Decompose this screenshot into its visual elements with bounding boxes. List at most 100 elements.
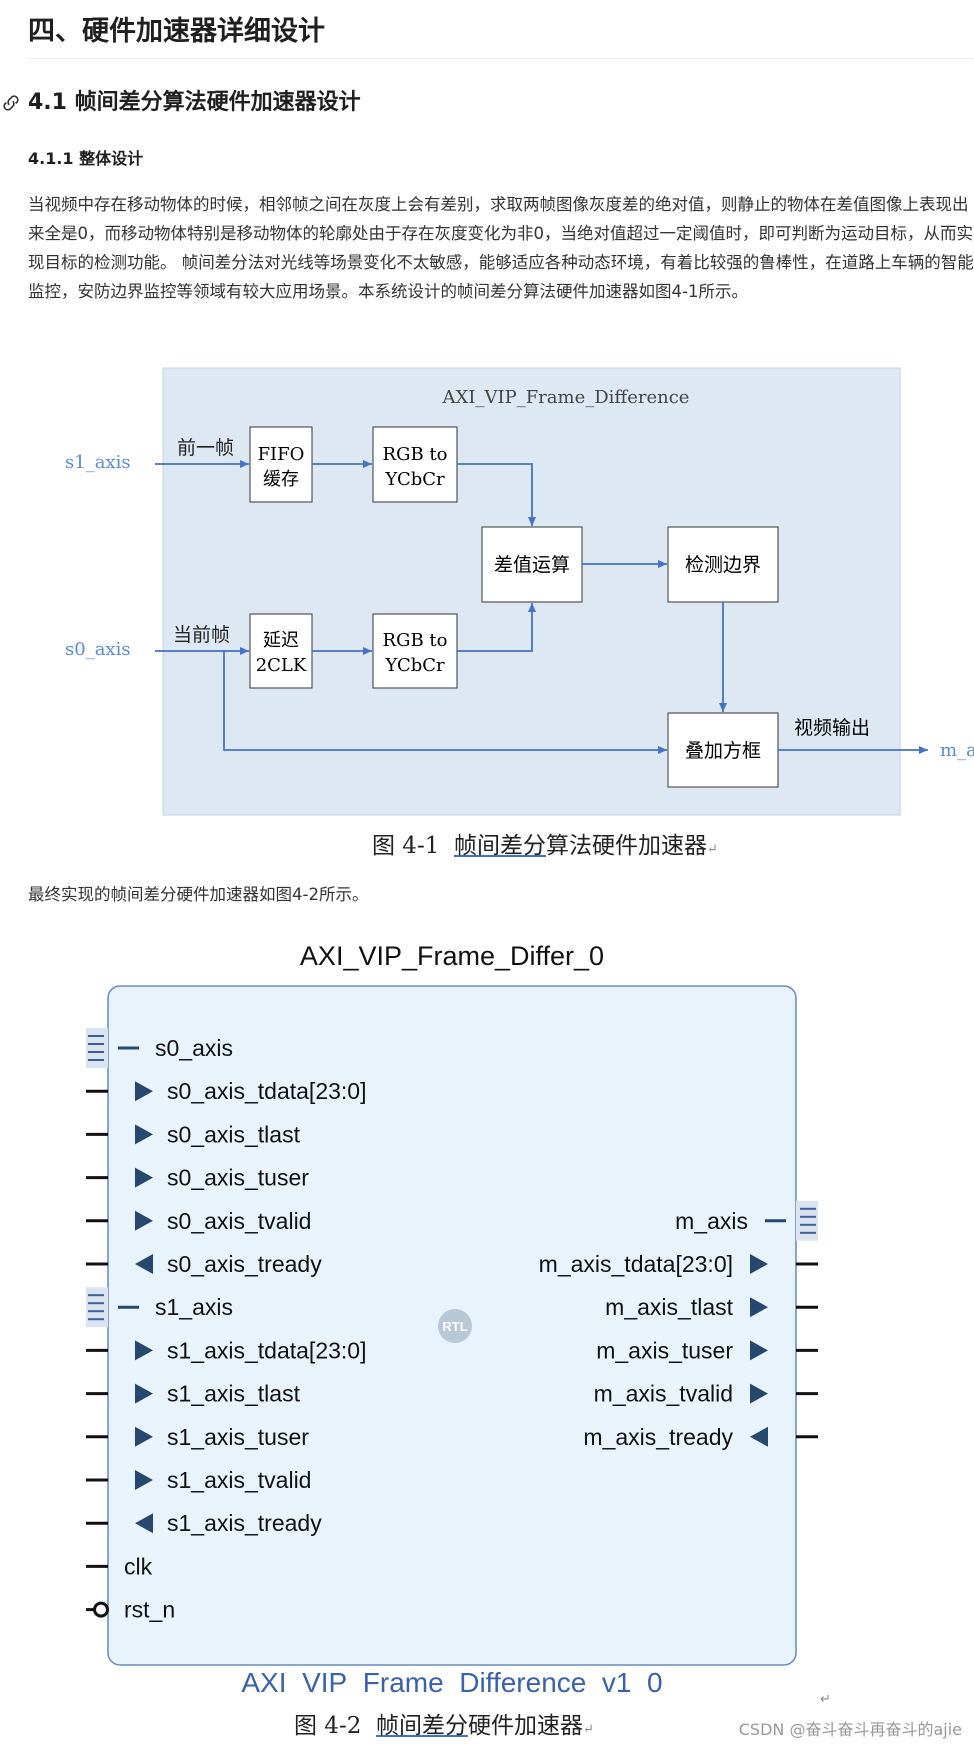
figure-4-1-caption: 图 4-1 帧间差分算法硬件加速器↵ [372, 826, 718, 860]
intro-paragraph: 当视频中存在移动物体的时候，相邻帧之间在灰度上会有差别，求取两帧图像灰度差的绝对… [28, 195, 974, 301]
input-arrow-icon [135, 1383, 153, 1404]
port-s1-axis-tdata[interactable]: s1_axis_tdata[23:0] [86, 1337, 366, 1363]
frame-difference-diagram: AXI_VIP_Frame_Difference s1_axis s0_axis… [65, 367, 974, 816]
edge-detect-box [667, 526, 779, 603]
delay-label-1: 延迟 [263, 630, 299, 651]
port-label: m_axis_tvalid [594, 1381, 733, 1407]
rtl-badge-label: RTL [442, 1319, 467, 1334]
port-s1-axis[interactable]: s1_axis [86, 1287, 233, 1328]
input-arrow-icon [135, 1167, 153, 1188]
diagram-arrows [155, 460, 928, 754]
csdn-watermark: CSDN @奋斗奋斗再奋斗的ajie [738, 1720, 962, 1739]
difference-label: 差值运算 [494, 554, 570, 576]
port-label: s0_axis_tready [167, 1251, 322, 1277]
input-arrow-icon [135, 1340, 153, 1361]
diagram-title: AXI_VIP_Frame_Difference [442, 387, 690, 408]
input-arrow-icon [135, 1081, 153, 1102]
input-arrow-icon [135, 1470, 153, 1490]
bus-interface-icon [86, 1028, 108, 1068]
rgb-bottom-label-2: YCbCr [384, 655, 445, 676]
fifo-label-1: FIFO [258, 444, 305, 465]
edge-detect-label: 检测边界 [685, 554, 761, 576]
rgb-top-label-1: RGB to [383, 444, 448, 465]
subsubsection-heading: 4.1.1 整体设计 [28, 149, 144, 168]
caption-2-prefix: 图 4-2 [294, 1713, 362, 1739]
active-low-icon [93, 1601, 109, 1618]
overlay-label: 叠加方框 [685, 740, 761, 762]
port-s0-axis-tdata[interactable]: s0_axis_tdata[23:0] [86, 1078, 366, 1104]
port-label: s0_axis_tuser [167, 1165, 309, 1191]
caption-2-underlined: 帧间差分 [375, 1713, 468, 1739]
input-arrow-icon [135, 1426, 153, 1447]
ip-block-diagram: AXI_VIP_Frame_Differ_0 RTL s0_axis s0_axi… [86, 941, 818, 1695]
delay-box [249, 613, 313, 689]
port-m-axis-tlast[interactable]: m_axis_tlast [605, 1294, 818, 1320]
label-previous-frame: 前一帧 [177, 437, 234, 459]
port-s1-axis-tuser[interactable]: s1_axis_tuser [86, 1424, 309, 1450]
rgb-bottom-label-1: RGB to [383, 630, 448, 651]
port-clk[interactable]: clk [86, 1553, 153, 1579]
port-label: s1_axis_tlast [167, 1381, 301, 1407]
section-heading: 四、硬件加速器详细设计 [28, 12, 974, 59]
port-label: rst_n [124, 1597, 175, 1623]
fifo-label-2: 缓存 [263, 469, 299, 490]
port-label: m_axis_tdata[23:0] [539, 1251, 733, 1277]
port-s1-axis-tvalid[interactable]: s1_axis_tvalid [86, 1467, 311, 1493]
port-m-axis[interactable]: m_axis [675, 1200, 818, 1241]
port-s1-axis-tlast[interactable]: s1_axis_tlast [86, 1381, 301, 1407]
input-s0-axis: s0_axis [65, 639, 131, 660]
port-m-axis-tuser[interactable]: m_axis_tuser [596, 1337, 818, 1363]
figure-4-2-caption: 图 4-2 帧间差分硬件加速器↵ [294, 1706, 594, 1740]
port-label: m_axis [675, 1208, 748, 1234]
port-label: s1_axis_tuser [167, 1424, 309, 1450]
caption-1-return: ↵ [706, 842, 718, 857]
fifo-box [249, 426, 313, 503]
port-label: s1_axis_tvalid [167, 1467, 311, 1493]
port-label: s1_axis_tready [167, 1510, 322, 1536]
port-m-axis-tvalid[interactable]: m_axis_tvalid [594, 1381, 818, 1407]
caption-2-suffix: 硬件加速器 [467, 1713, 583, 1739]
port-label: s1_axis [155, 1294, 233, 1320]
subsection-heading: 4.1 帧间差分算法硬件加速器设计 [28, 90, 361, 115]
output-m-axis: m_axis [940, 740, 974, 761]
port-s0-axis-tuser[interactable]: s0_axis_tuser [86, 1165, 309, 1191]
port-m-axis-tready[interactable]: m_axis_tready [583, 1424, 818, 1450]
input-arrow-icon [135, 1210, 153, 1231]
output-arrow-icon [135, 1513, 153, 1534]
port-s0-axis-tlast[interactable]: s0_axis_tlast [86, 1121, 301, 1147]
port-rst-n[interactable]: rst_n [86, 1597, 175, 1623]
rgb-box-top [372, 426, 458, 503]
port-label: s0_axis_tvalid [167, 1208, 311, 1234]
bus-interface-icon [796, 1200, 818, 1241]
input-arrow-icon [135, 1124, 153, 1145]
bus-interface-icon [86, 1287, 108, 1328]
port-label: s0_axis_tdata[23:0] [167, 1078, 366, 1104]
port-label: m_axis_tready [583, 1424, 733, 1450]
ip-block-title: AXI_VIP_Frame_Differ_0 [300, 941, 604, 971]
caption-1-prefix: 图 4-1 [372, 833, 440, 859]
caption-1-suffix: 算法硬件加速器 [545, 833, 707, 859]
output-arrow-icon [750, 1297, 768, 1318]
port-label: m_axis_tuser [596, 1337, 733, 1363]
caption-1-underlined: 帧间差分 [453, 833, 546, 859]
port-s0-axis-tready[interactable]: s0_axis_tready [86, 1251, 322, 1277]
port-m-axis-tdata[interactable]: m_axis_tdata[23:0] [539, 1251, 818, 1277]
delay-label-2: 2CLK [256, 655, 307, 676]
label-current-frame: 当前帧 [173, 624, 230, 646]
stray-return-mark: ↵ [820, 1692, 831, 1707]
port-label: clk [124, 1553, 153, 1579]
port-label: s0_axis [155, 1035, 233, 1061]
port-s0-axis-tvalid[interactable]: s0_axis_tvalid [86, 1208, 311, 1234]
difference-box [481, 526, 583, 603]
video-output-label: 视频输出 [794, 717, 870, 739]
final-paragraph: 最终实现的帧间差分硬件加速器如图4-2所示。 [28, 885, 369, 904]
overlay-box [667, 712, 779, 788]
port-s0-axis[interactable]: s0_axis [86, 1028, 233, 1068]
output-arrow-icon [750, 1254, 768, 1274]
link-icon[interactable] [0, 92, 22, 114]
ip-name: AXI_VIP_Frame_Difference_v1_0 [241, 1667, 662, 1695]
output-arrow-icon [750, 1340, 768, 1361]
port-s1-axis-tready[interactable]: s1_axis_tready [86, 1510, 322, 1536]
input-arrow-icon [750, 1426, 768, 1447]
output-arrow-icon [135, 1254, 153, 1274]
